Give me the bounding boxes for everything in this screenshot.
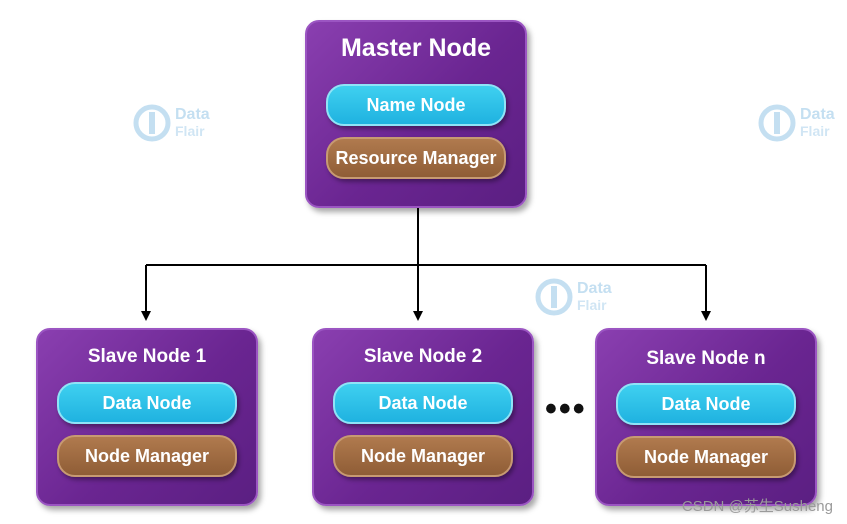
name-node-pill: Name Node — [326, 84, 506, 126]
node-manager-pill: Node Manager — [333, 435, 513, 477]
data-node-pill: Data Node — [57, 382, 237, 424]
node-manager-pill: Node Manager — [57, 435, 237, 477]
watermark-line1: Data — [577, 280, 612, 297]
watermark-line1: Data — [800, 106, 835, 123]
more-nodes-ellipsis: ••• — [545, 390, 587, 428]
watermark-line1: Data — [175, 106, 210, 123]
slave-node-title: Slave Node n — [646, 348, 766, 369]
resource-manager-pill: Resource Manager — [326, 137, 506, 179]
node-manager-pill: Node Manager — [616, 436, 796, 478]
watermark-line2: Flair — [577, 297, 607, 313]
watermark-line2: Flair — [175, 123, 205, 139]
data-node-pill: Data Node — [333, 382, 513, 424]
master-node-box: Master Node Name Node Resource Manager — [305, 20, 527, 208]
data-node-pill: Data Node — [616, 383, 796, 425]
slave-node-title: Slave Node 1 — [87, 346, 207, 367]
slave-node-2-box: Slave Node 2 Data Node Node Manager — [312, 328, 534, 506]
watermark-line2: Flair — [800, 123, 830, 139]
dataflair-logo-icon — [535, 278, 573, 316]
watermark-logo: Data Flair — [133, 104, 210, 142]
dataflair-logo-icon — [758, 104, 796, 142]
slave-node-title: Slave Node 2 — [363, 346, 483, 367]
master-node-title: Master Node — [340, 34, 492, 62]
slave-node-n-box: Slave Node n Data Node Node Manager — [595, 328, 817, 506]
watermark-logo: Data Flair — [535, 278, 612, 316]
watermark-logo: Data Flair — [758, 104, 835, 142]
credit-caption: CSDN @苏生Susheng — [681, 498, 833, 515]
dataflair-logo-icon — [133, 104, 171, 142]
slave-node-1-box: Slave Node 1 Data Node Node Manager — [36, 328, 258, 506]
